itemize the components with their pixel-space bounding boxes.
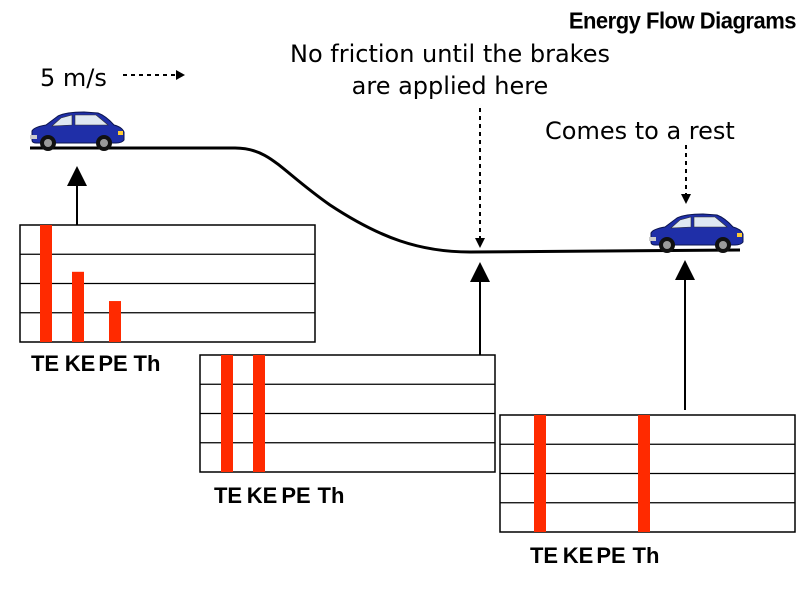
car-icon xyxy=(29,111,125,152)
track-line xyxy=(30,146,741,254)
bar-ke xyxy=(253,355,265,472)
category-label-ke: KE xyxy=(65,351,96,376)
bar-ke xyxy=(72,271,84,342)
category-label-pe: PE xyxy=(281,483,310,508)
speed-label: 5 m/s xyxy=(40,64,107,92)
bar-th xyxy=(638,415,650,532)
rest-label: Comes to a rest xyxy=(545,117,735,145)
category-label-pe: PE xyxy=(596,543,625,568)
bar-te xyxy=(534,415,546,532)
category-label-te: TE xyxy=(530,543,558,568)
rest-arrow-head xyxy=(681,194,691,204)
brake-arrow-head xyxy=(475,238,485,248)
category-label-ke: KE xyxy=(247,483,278,508)
category-label-pe: PE xyxy=(98,351,127,376)
speed-arrow-head xyxy=(176,70,185,80)
category-label-te: TE xyxy=(31,351,59,376)
friction-label: No friction until the brakes are applied… xyxy=(290,40,610,100)
category-label-te: TE xyxy=(214,483,242,508)
car-icon xyxy=(648,213,744,254)
category-label-th: Th xyxy=(633,543,660,568)
page-title: Energy Flow Diagrams xyxy=(568,7,797,34)
bar-te xyxy=(40,225,52,342)
category-label-th: Th xyxy=(318,483,345,508)
category-label-ke: KE xyxy=(563,543,594,568)
category-label-th: Th xyxy=(134,351,161,376)
bar-pe xyxy=(109,301,121,342)
bar-te xyxy=(221,355,233,472)
